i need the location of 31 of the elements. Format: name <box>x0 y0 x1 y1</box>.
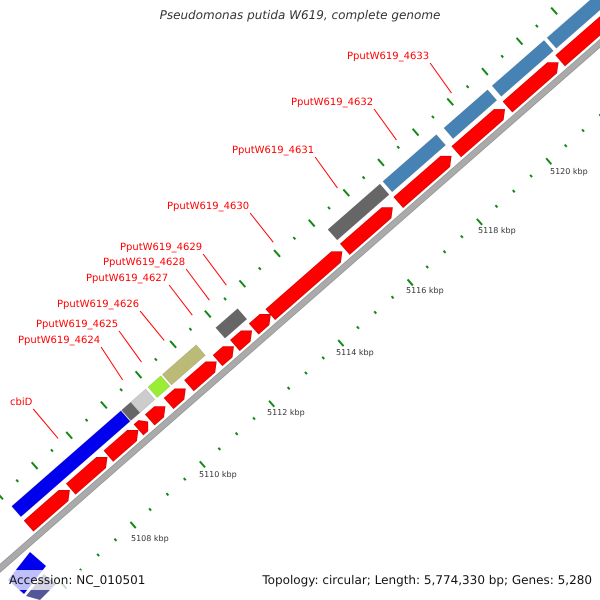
leader-line <box>250 212 274 243</box>
gene-label: PputW619_4627 <box>86 274 168 284</box>
scale-label: 5114 kbp <box>336 349 374 357</box>
scale-label: 5118 kbp <box>478 227 516 235</box>
gene-label: PputW619_4625 <box>36 320 118 330</box>
leader-line <box>374 108 397 141</box>
scale-label: 5110 kbp <box>199 471 237 479</box>
scale-label: 5120 kbp <box>550 168 588 176</box>
leader-line <box>314 156 338 189</box>
leader-line <box>430 62 452 94</box>
gene-label: PputW619_4632 <box>291 98 374 108</box>
leader-line <box>140 310 165 341</box>
gene-label: PputW619_4626 <box>57 300 140 310</box>
scale-label: 5112 kbp <box>267 409 305 417</box>
leader-line <box>168 284 193 316</box>
gene-label: PputW619_4628 <box>103 258 186 268</box>
leader-line <box>186 268 210 301</box>
genome-info-text: Topology: circular; Length: 5,774,330 bp; Genes: 5,280 <box>262 574 592 586</box>
gene-label: PputW619_4624 <box>18 336 100 346</box>
gene-label: PputW619_4633 <box>347 52 430 62</box>
scale-label: 5108 kbp <box>131 535 169 543</box>
gene-label: PputW619_4629 <box>120 243 202 253</box>
scale-label: 5116 kbp <box>406 287 444 295</box>
gene-label: PputW619_4630 <box>167 202 250 212</box>
leader-line <box>100 346 124 380</box>
leader-line <box>202 254 227 286</box>
gene-label: PputW619_4631 <box>232 146 314 156</box>
gene-label: cbiD <box>10 398 32 408</box>
title: Pseudomonas putida W619, complete genome <box>158 9 442 21</box>
leader-line <box>32 408 59 439</box>
leader-line <box>118 330 142 363</box>
